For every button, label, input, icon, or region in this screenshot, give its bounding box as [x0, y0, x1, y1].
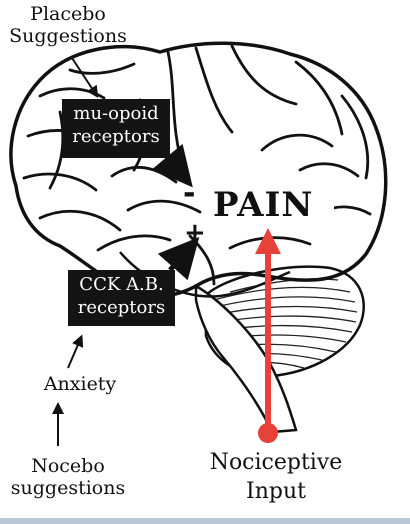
- facilitation-sign: +: [184, 218, 206, 248]
- placebo-suggestions-label: Placebo Suggestions: [9, 3, 127, 47]
- placebo-arrow: [71, 57, 99, 99]
- inhibition-sign: -: [183, 176, 196, 211]
- nociceptive-input-label: Nociceptive Input: [209, 450, 343, 505]
- pain-backdrop: [208, 188, 334, 232]
- brain-folds: [22, 44, 372, 286]
- anxiety-arrow: [67, 334, 84, 369]
- cck-receptors-box: CCK A.B. receptors: [68, 270, 175, 326]
- pain-label: PAIN: [213, 185, 314, 225]
- bottom-frame-edge: [0, 518, 410, 524]
- mu-opioid-receptors-box: mu-opoid receptors: [62, 99, 170, 158]
- nociceptive-arrow: [255, 228, 281, 443]
- cck-arrow: [157, 237, 200, 281]
- anxiety-label: Anxiety: [43, 373, 117, 395]
- cerebrum-outline: [9, 41, 388, 299]
- nocebo-suggestions-label: Nocebo suggestions: [10, 455, 126, 499]
